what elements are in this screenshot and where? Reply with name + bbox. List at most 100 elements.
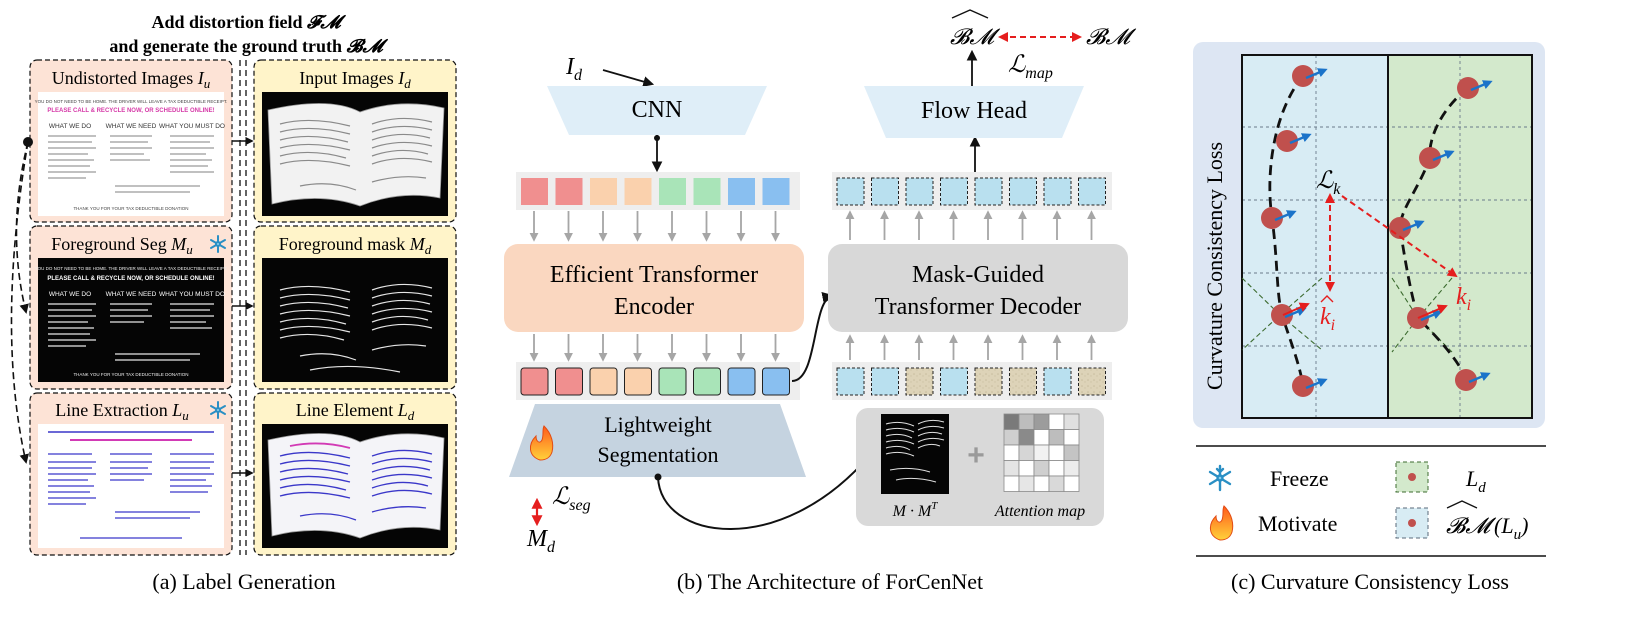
curve-point <box>1292 65 1314 87</box>
svg-text:WHAT WE DO: WHAT WE DO <box>49 123 91 130</box>
input-image-warped <box>262 92 448 216</box>
caption-c: (c) Curvature Consistency Loss <box>1231 569 1509 594</box>
mmt-label: M · MT <box>892 500 939 520</box>
legend-freeze: Freeze <box>1270 466 1329 491</box>
legend-bm-label: 𝓑𝓜(Lu) <box>1446 513 1528 543</box>
svg-text:WHAT YOU MUST DO: WHAT YOU MUST DO <box>159 291 225 298</box>
svg-text:THANK YOU FOR YOUR TAX DEDUCTI: THANK YOU FOR YOUR TAX DEDUCTIBLE DONATI… <box>73 372 188 377</box>
encoder-to-decoder-arrow <box>791 292 835 382</box>
curve-points <box>1261 65 1493 397</box>
encoder-label-line2: Encoder <box>614 294 694 320</box>
curve-point <box>1261 207 1283 229</box>
svg-text:YOU DO NOT NEED TO BE HOME. TH: YOU DO NOT NEED TO BE HOME. THE DRIVER W… <box>35 99 228 104</box>
curve-left <box>1268 75 1305 387</box>
undistorted-images-box: Undistorted Images Iu YOU DO NOT NEED TO… <box>29 59 233 223</box>
attention-cell <box>1063 460 1080 477</box>
tangent-arrow <box>1468 372 1491 384</box>
decoder-token <box>1009 367 1037 396</box>
attention-map-label: Attention map <box>994 503 1085 520</box>
foreground-mask-title: Foreground mask Md <box>279 234 432 257</box>
tangent-arrow <box>1305 68 1328 80</box>
decoder-token <box>974 367 1003 396</box>
encoder-token <box>659 178 686 205</box>
foreground-seg-document: YOU DO NOT NEED TO BE HOME. THE DRIVER W… <box>35 258 228 382</box>
caption-b: (b) The Architecture of ForCenNet <box>677 569 983 594</box>
decoder-token <box>905 367 934 396</box>
snowflake-icon <box>1208 464 1232 492</box>
attention-cell <box>1063 475 1080 492</box>
attention-cell <box>1033 460 1050 477</box>
cnn-label: CNN <box>632 97 683 123</box>
cnn-block <box>547 86 767 135</box>
svg-text:WHAT YOU MUST DO: WHAT YOU MUST DO <box>159 123 225 130</box>
ki-hat-label: ki <box>1320 304 1335 334</box>
flow-head-block <box>864 86 1084 138</box>
snowflake-icon <box>210 401 226 419</box>
decoder-token <box>871 177 899 206</box>
curve-point <box>1276 130 1298 152</box>
curve-point <box>1271 304 1293 326</box>
attention-cell <box>1003 444 1020 461</box>
lk-arrow-right <box>1341 195 1458 278</box>
encoder-token <box>727 367 756 396</box>
panel-b-architecture: Id CNN Efficient Transformer Encoder Lig… <box>504 9 1136 594</box>
tangent-arrow <box>1470 80 1493 92</box>
decoder-tokens-top <box>836 177 1106 206</box>
svg-text:WHAT WE DO: WHAT WE DO <box>49 291 91 298</box>
encoder-token <box>693 367 721 396</box>
caption-a: (a) Label Generation <box>152 569 335 594</box>
input-images-title: Input Images Id <box>299 68 411 91</box>
dashed-arrow <box>15 141 29 314</box>
curvature-vertical-title: Curvature Consistency Loss <box>1202 142 1227 390</box>
attention-cell <box>1048 413 1065 430</box>
svg-text:THANK YOU FOR YOUR TAX DEDUCTI: THANK YOU FOR YOUR TAX DEDUCTIBLE DONATI… <box>73 206 188 211</box>
decoder-token <box>974 177 1003 206</box>
attention-cell <box>1063 444 1080 461</box>
encoder-token <box>624 367 652 396</box>
line-element-image <box>262 424 448 548</box>
svg-text:WHAT WE NEED: WHAT WE NEED <box>106 291 157 298</box>
line-extraction-box: Line Extraction Lu <box>29 392 233 556</box>
encoder-label-line1: Efficient Transformer <box>550 262 758 288</box>
ki-label: ki <box>1456 284 1471 314</box>
attention-cell <box>1018 475 1035 492</box>
decoder-token <box>1078 367 1106 396</box>
encoder-token <box>555 178 583 205</box>
decoder-token <box>1078 177 1106 206</box>
legend-bm-hat <box>1446 500 1478 509</box>
tangent-arrow <box>1402 220 1425 232</box>
attention-cell <box>1048 460 1065 477</box>
attention-cell <box>1033 444 1050 461</box>
flow-head-label: Flow Head <box>921 98 1027 124</box>
curve-point <box>1455 369 1477 391</box>
loss-map-label: ℒmap <box>1008 52 1053 82</box>
svg-text:PLEASE CALL & RECYCLE NOW, OR: PLEASE CALL & RECYCLE NOW, OR SCHEDULE O… <box>47 276 214 282</box>
attention-cell <box>1048 429 1065 446</box>
dashed-arrow <box>10 141 29 464</box>
plus-sign: + <box>967 439 985 472</box>
encoder-token <box>762 178 790 205</box>
svg-text:YOU DO NOT NEED TO BE HOME. TH: YOU DO NOT NEED TO BE HOME. THE DRIVER W… <box>35 266 228 271</box>
tangent-arrow <box>1432 150 1455 162</box>
curve-point <box>1457 77 1479 99</box>
decoder-token <box>1043 177 1072 206</box>
encoder-token <box>728 178 755 205</box>
foreground-mask-box: Foreground mask Md <box>253 225 457 390</box>
encoder-tokens-bottom <box>520 367 790 396</box>
panel-c-curvature-loss: Curvature Consistency Loss ℒk <box>1193 42 1546 594</box>
panel-a-label-generation: Add distortion field 𝓕𝓜 and generate the… <box>10 12 457 594</box>
fire-icon <box>530 425 554 461</box>
grid-left <box>1242 55 1388 418</box>
loss-seg-label: ℒseg <box>552 484 591 514</box>
encoder-token <box>590 178 617 205</box>
mask-product-image <box>881 414 949 494</box>
decoder-token <box>871 367 899 396</box>
attention-cell <box>1033 475 1050 492</box>
curve-point <box>1292 375 1314 397</box>
encoder-token <box>658 367 687 396</box>
lk-label: ℒk <box>1316 168 1341 198</box>
encoder-token <box>693 178 721 205</box>
ki-hat-arrow <box>1282 302 1310 316</box>
encoder-token <box>589 367 618 396</box>
undistorted-document: YOU DO NOT NEED TO BE HOME. THE DRIVER W… <box>35 92 228 216</box>
